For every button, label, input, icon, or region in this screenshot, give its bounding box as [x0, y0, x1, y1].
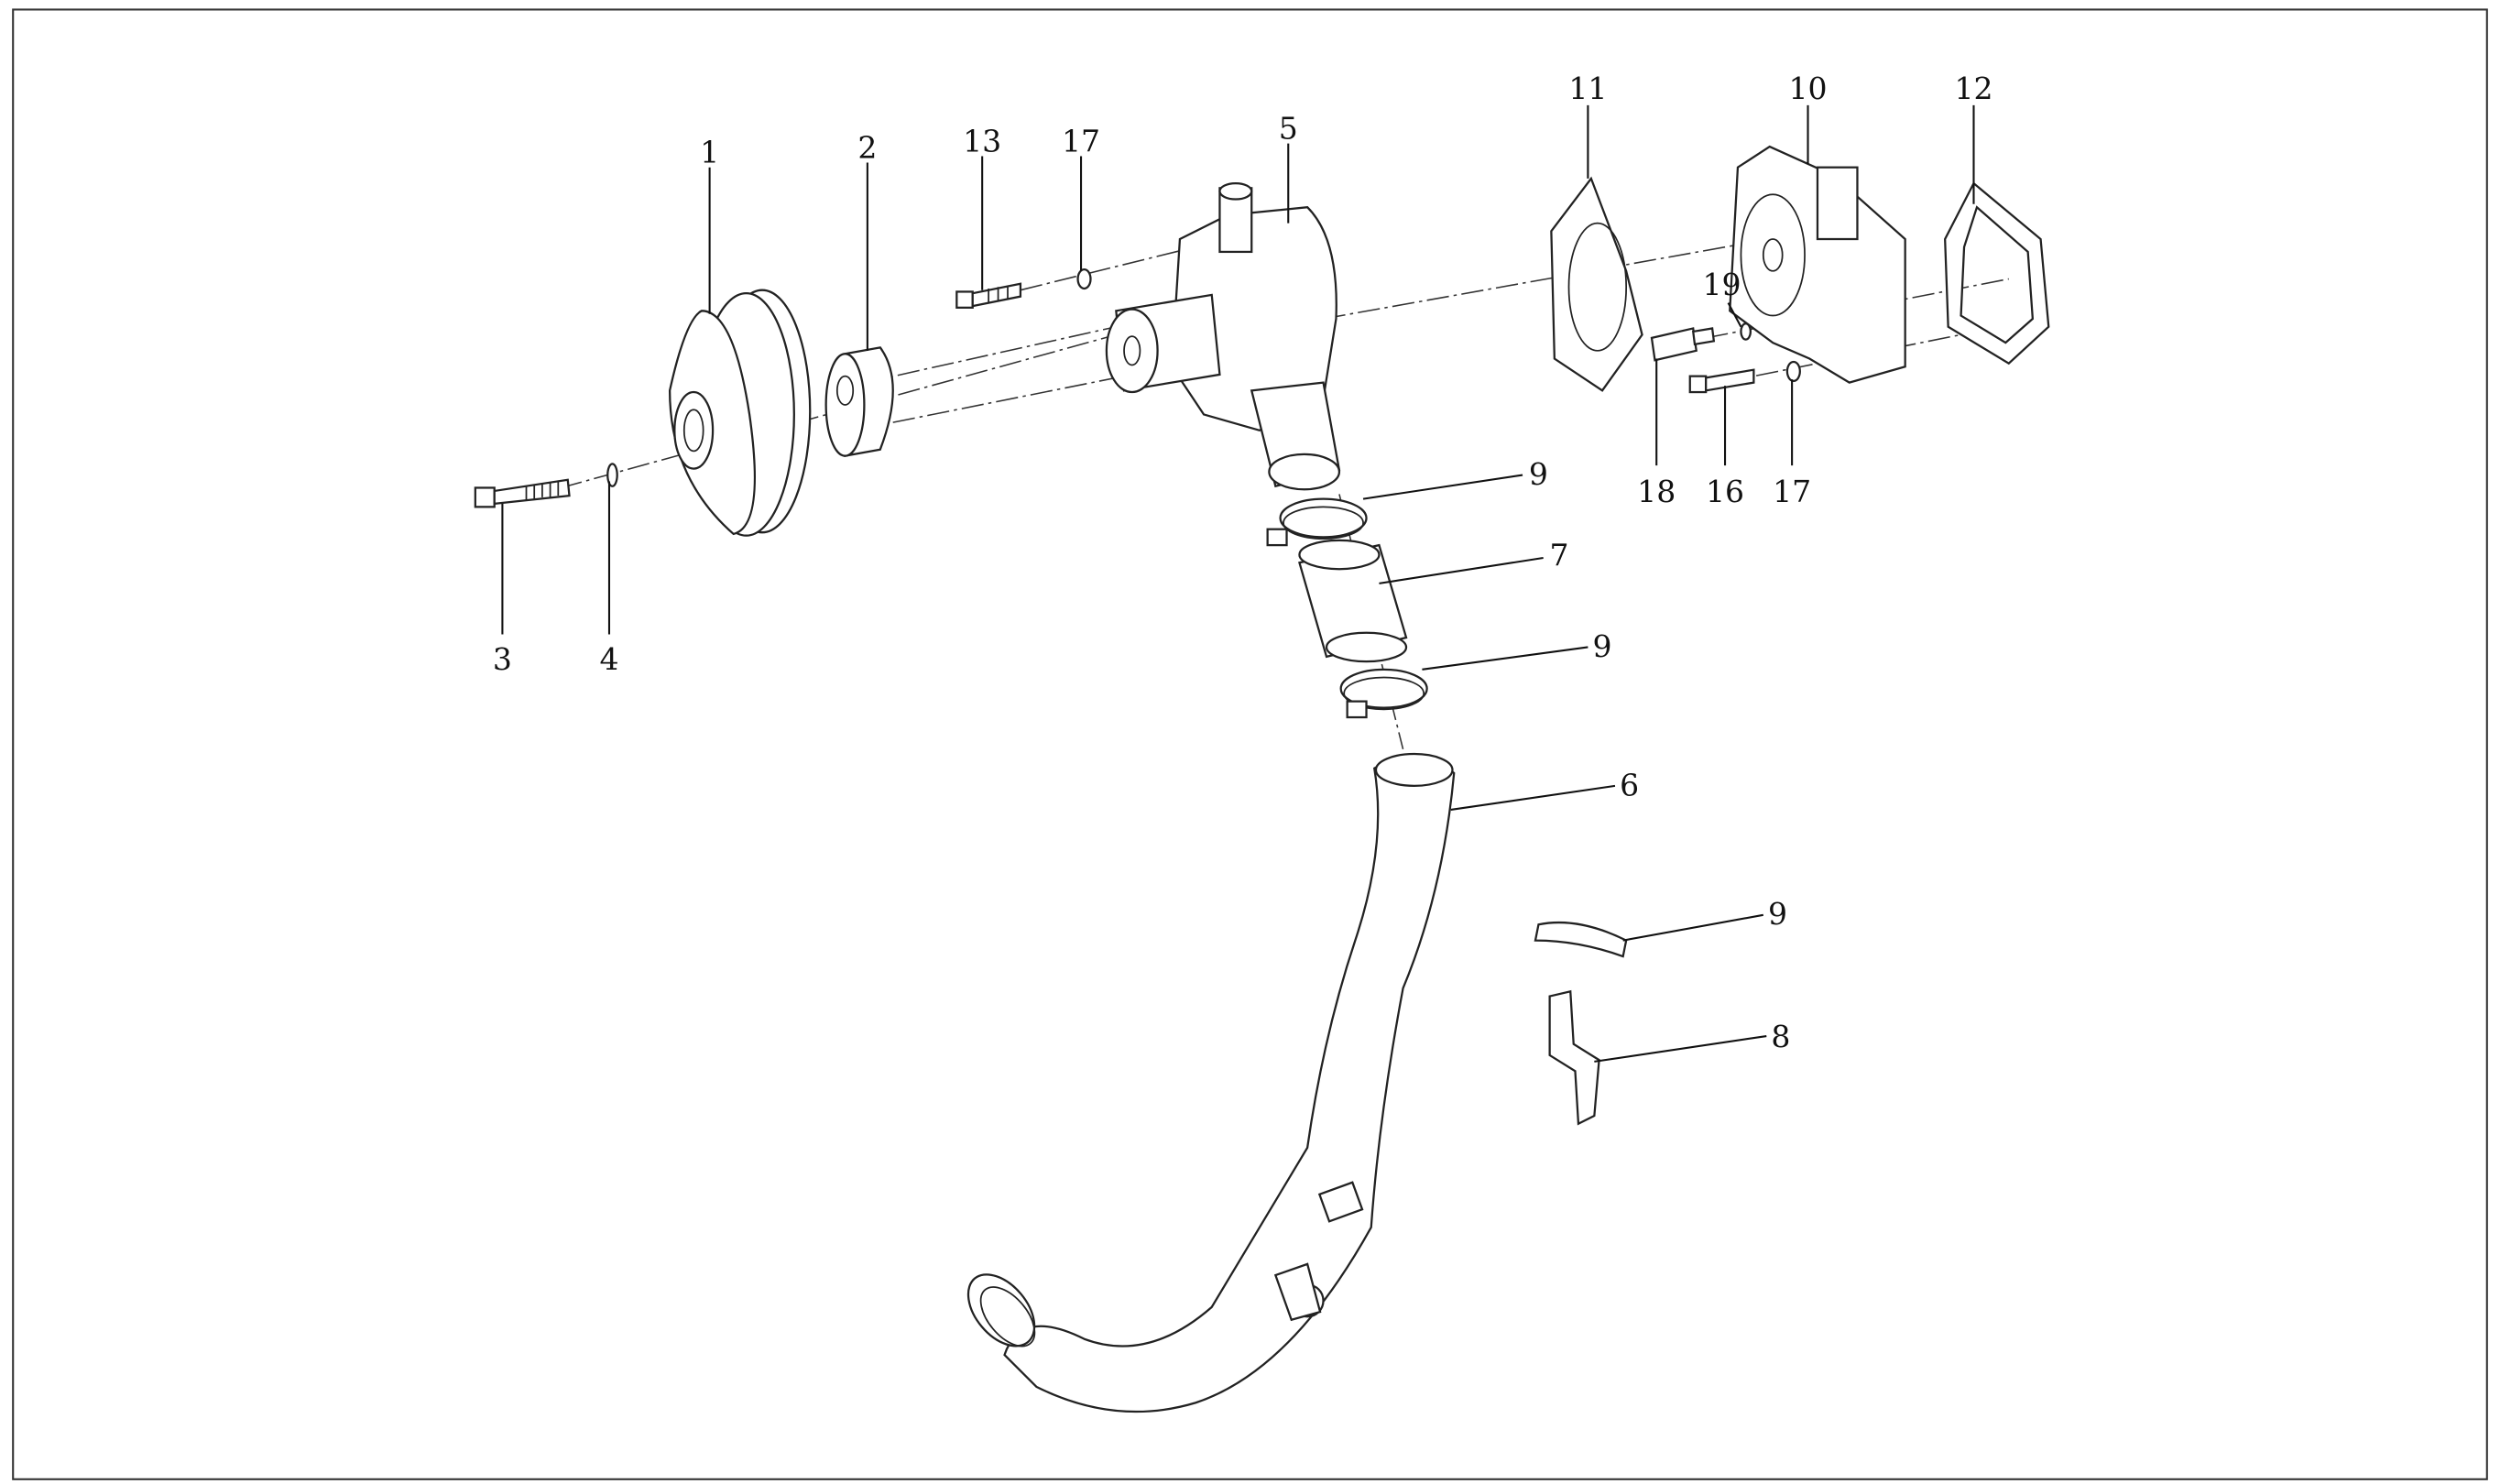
callout-3: 3 [493, 641, 512, 677]
part-5-pump-body [1105, 181, 1341, 491]
part-8-bracket [1548, 989, 1600, 1126]
part-17-washer-2 [1785, 360, 1801, 383]
callout-17-top: 17 [1062, 123, 1100, 158]
part-18-stud [1650, 327, 1716, 362]
callout-6: 6 [1620, 767, 1639, 802]
part-3-bolt [474, 478, 571, 508]
part-9-clamp-upper [1266, 497, 1368, 547]
callout-2: 2 [857, 129, 877, 165]
callout-4: 4 [599, 641, 618, 677]
callout-leaders [501, 104, 1975, 1063]
part-19-washer [1740, 322, 1752, 341]
callout-5: 5 [1279, 110, 1298, 146]
callout-9-lower: 9 [1768, 896, 1787, 932]
callout-13: 13 [963, 123, 1001, 158]
callout-9-upper: 9 [1529, 456, 1548, 492]
part-13-bolt [955, 282, 1022, 309]
callout-9-middle: 9 [1593, 628, 1612, 664]
part-11-gasket [1550, 176, 1643, 392]
callout-1: 1 [700, 134, 719, 169]
callout-8: 8 [1771, 1019, 1790, 1054]
part-1-pulley [668, 289, 812, 537]
part-9-clamp-middle [1339, 668, 1428, 719]
part-2-hub [824, 346, 894, 458]
part-6-pipe [966, 752, 1456, 1413]
callout-7: 7 [1550, 538, 1569, 573]
part-7-hose [1298, 539, 1408, 663]
callout-labels: 1 2 3 4 5 6 7 8 9 9 9 10 11 12 13 16 17 … [493, 71, 1993, 1054]
part-4-washer [606, 463, 618, 487]
part-9-clamp-lower [1534, 921, 1628, 958]
part-16-bolt [1688, 368, 1755, 394]
callout-10: 10 [1788, 71, 1827, 106]
part-12-gasket [1944, 181, 2050, 366]
callout-11: 11 [1568, 71, 1607, 106]
callout-16: 16 [1706, 474, 1744, 509]
callout-17-bottom: 17 [1773, 474, 1811, 509]
callout-19: 19 [1703, 267, 1741, 302]
part-17-washer [1076, 267, 1092, 290]
part-10-cover [1729, 145, 1906, 384]
callout-18: 18 [1637, 474, 1676, 509]
callout-12: 12 [1954, 71, 1992, 106]
drawing-frame [12, 8, 2488, 1480]
